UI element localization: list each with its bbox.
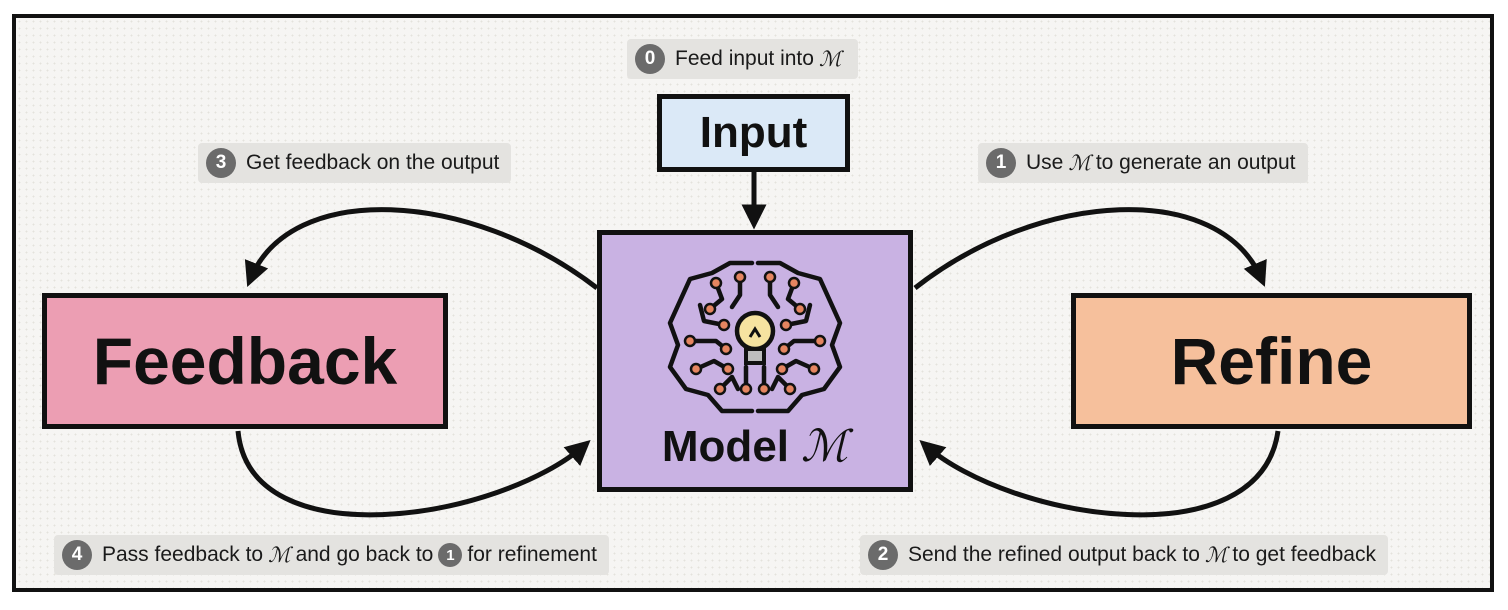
step-2-text: Send the refined output back to — [908, 543, 1200, 566]
step-1-label: 1 Use ℳ to generate an output — [978, 143, 1308, 183]
feedback-label: Feedback — [92, 324, 398, 398]
step-4-ref-badge: 1 — [438, 543, 463, 567]
step-0-label: 0 Feed input into ℳ — [627, 39, 859, 79]
model-symbol: ℳ — [801, 421, 849, 472]
arrow-feedback-to-model — [235, 430, 591, 518]
step-3-badge: 3 — [206, 148, 236, 178]
input-box: Input — [657, 94, 850, 172]
step-4-model-symbol: ℳ — [268, 543, 291, 567]
refine-label: Refine — [1170, 324, 1373, 398]
step-2-badge: 2 — [868, 540, 898, 570]
step-4-text-mid: and go back to — [295, 543, 434, 566]
model-label: Model ℳ — [662, 421, 848, 472]
brain-circuit-lightbulb-icon — [667, 260, 843, 414]
arrow-refine-to-model — [919, 430, 1281, 518]
step-1-badge: 1 — [986, 148, 1016, 178]
step-2-model-symbol: ℳ — [1204, 543, 1228, 567]
step-4-label: 4 Pass feedback to ℳ and go back to 1 fo… — [54, 535, 609, 575]
arrow-model-to-refine — [913, 207, 1267, 290]
step-2-label: 2 Send the refined output back to ℳ to g… — [860, 535, 1388, 575]
model-label-text: Model — [661, 422, 790, 471]
step-0-model-symbol: ℳ — [818, 47, 842, 71]
feedback-box: Feedback — [42, 293, 448, 429]
arrow-model-to-feedback — [244, 207, 599, 290]
step-4-text-end: for refinement — [467, 543, 597, 566]
step-3-text: Get feedback on the output — [246, 151, 500, 174]
step-0-badge: 0 — [635, 44, 665, 74]
step-4-badge: 4 — [62, 540, 92, 570]
model-box: Model ℳ — [597, 230, 913, 492]
step-2-text-end: to get feedback — [1232, 543, 1376, 566]
input-label: Input — [699, 108, 808, 157]
step-0-text: Feed input into — [675, 47, 814, 70]
step-1-text: Use — [1026, 151, 1064, 174]
step-1-text-end: to generate an output — [1095, 151, 1296, 174]
step-1-model-symbol: ℳ — [1068, 151, 1091, 175]
step-3-label: 3 Get feedback on the output — [198, 143, 512, 183]
step-4-text: Pass feedback to — [102, 543, 264, 566]
refine-box: Refine — [1071, 293, 1472, 429]
